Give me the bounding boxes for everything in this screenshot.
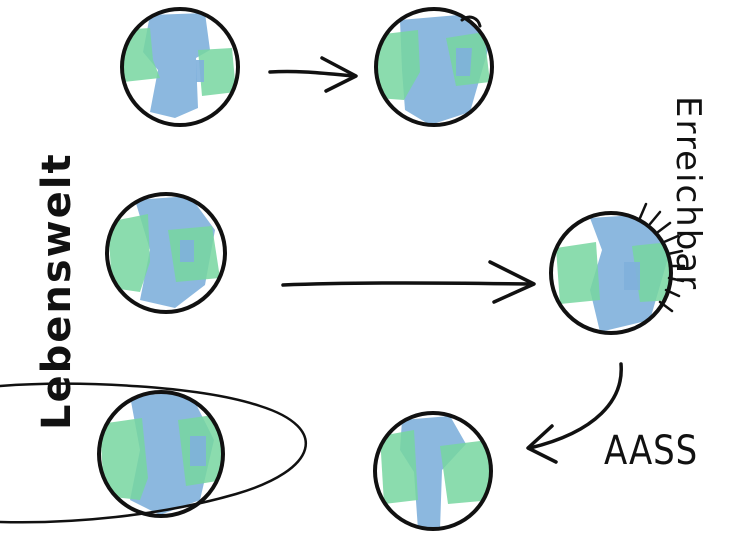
orbit-ellipse <box>0 382 307 524</box>
globe-icon <box>373 411 493 531</box>
globe-icon <box>105 192 227 314</box>
globe-icon <box>97 390 225 518</box>
arrow-icon <box>526 362 623 464</box>
label-aass: AASS <box>604 428 699 474</box>
arrow-icon <box>268 56 358 93</box>
globe-icon <box>374 7 494 127</box>
globe-icon <box>549 202 686 335</box>
arrow-icon <box>281 260 536 304</box>
globe-icon <box>120 7 240 127</box>
label-erreichbar: Erreichbar <box>668 96 708 292</box>
label-lebenswelt: Lebenswelt <box>34 152 80 430</box>
